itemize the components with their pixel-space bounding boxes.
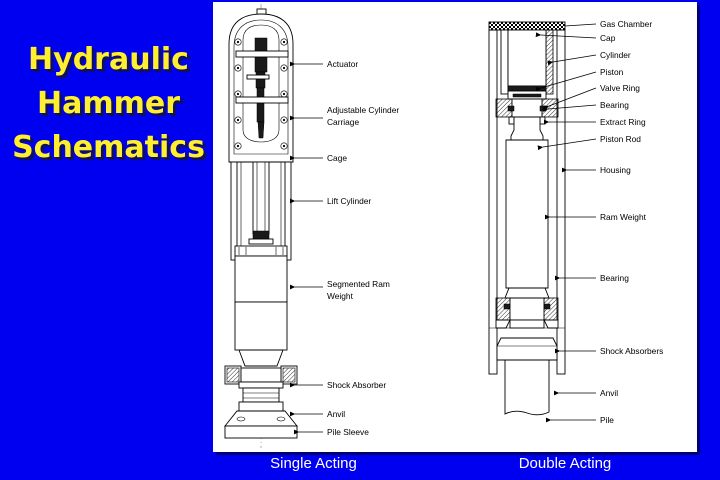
label-lift-cylinder: Lift Cylinder: [327, 196, 371, 206]
label-cage: Cage: [327, 153, 347, 163]
single-acting-diagram: Actuator Adjustable Cylinder Carriage Ca…: [224, 4, 399, 448]
shock-absorber-right: [543, 319, 559, 329]
title-line-2: Hammer: [36, 86, 180, 121]
gas-chamber: [507, 29, 547, 87]
label-shock-absorbers: Shock Absorbers: [600, 346, 663, 356]
label-anvil-left: Anvil: [327, 409, 345, 419]
shock-absorber-left: [495, 319, 511, 329]
title-line-3: Schematics: [12, 130, 205, 165]
ram-weight-cap: [234, 245, 288, 257]
double-acting-leaders: [535, 23, 597, 423]
label-valve-ring: Valve Ring: [600, 83, 640, 93]
label-actuator: Actuator: [327, 59, 358, 69]
cage-bolts: [234, 38, 288, 150]
ram-weight: [505, 139, 549, 289]
label-pile: Pile: [600, 415, 614, 425]
single-acting-leaders: [289, 61, 323, 435]
anvil-block: [238, 401, 284, 412]
cylinder-inner-left: [500, 29, 509, 95]
label-gas-chamber: Gas Chamber: [600, 19, 652, 29]
label-ram-weight: Ram Weight: [600, 212, 647, 222]
label-anvil-right: Anvil: [600, 388, 618, 398]
pile: [504, 359, 550, 416]
label-housing: Housing: [600, 165, 631, 175]
extract-ring-right: [539, 116, 546, 125]
bearing-top-left: [507, 105, 515, 112]
label-cap: Cap: [600, 33, 616, 43]
caption-double-acting: Double Acting: [518, 455, 612, 472]
shock-absorber-stack: [242, 387, 280, 403]
label-adjustable-cylinder: Adjustable Cylinder: [327, 105, 399, 115]
label-weight: Weight: [327, 291, 354, 301]
pile-sleeve-flange: [224, 410, 298, 427]
anvil: [496, 337, 558, 361]
pile-sleeve: [224, 425, 298, 439]
label-segmented-ram: Segmented Ram: [327, 279, 390, 289]
label-shock-absorber: Shock Absorber: [327, 380, 386, 390]
carriage-bar-lower: [235, 96, 289, 104]
label-bearing-top: Bearing: [600, 100, 629, 110]
title-line-1: Hydraulic: [28, 42, 189, 77]
page-title: Hydraulic Hammer Schematics: [6, 38, 211, 170]
cap: [488, 21, 566, 31]
lift-cylinder: [252, 161, 270, 235]
carriage-bar-top: [235, 50, 289, 58]
ram-weight-seg-1: [234, 255, 288, 303]
extract-ring-left: [508, 116, 515, 125]
caption-single-acting: Single Acting: [270, 455, 357, 472]
label-extract-ring: Extract Ring: [600, 117, 646, 127]
label-piston: Piston: [600, 67, 624, 77]
label-pile-sleeve: Pile Sleeve: [327, 427, 369, 437]
bearing-top-right: [539, 105, 547, 112]
label-bearing-lower: Bearing: [600, 273, 629, 283]
label-carriage: Carriage: [327, 117, 359, 127]
label-piston-rod: Piston Rod: [600, 134, 641, 144]
schematics-figure-panel: Actuator Adjustable Cylinder Carriage Ca…: [213, 2, 697, 452]
double-acting-diagram: Gas Chamber Cap Cylinder Piston Valve Ri…: [488, 19, 663, 425]
ram-weight-seg-2: [234, 301, 288, 351]
piston: [507, 85, 547, 92]
label-cylinder: Cylinder: [600, 50, 631, 60]
